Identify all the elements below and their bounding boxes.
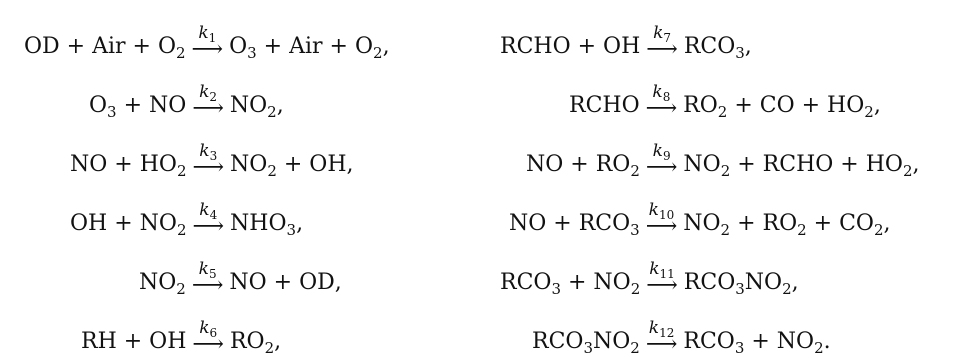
- reaction-arrow: k7⟶: [646, 23, 678, 63]
- rate-constant: k5: [198, 259, 217, 282]
- rate-constant: k7: [653, 23, 672, 46]
- equation-lhs: RH + OH: [81, 329, 187, 354]
- rate-constant: k9: [652, 141, 671, 164]
- equation-lhs: RCHO + OH: [500, 34, 641, 59]
- equation-rhs: NO + OD,: [229, 270, 342, 295]
- equation-punctuation: ,: [883, 211, 891, 236]
- equation-rhs: RCO3,: [683, 34, 752, 62]
- equation-rhs: RCO3NO2,: [683, 270, 799, 298]
- equation-punctuation: ,: [296, 211, 304, 236]
- rate-constant: k2: [199, 82, 218, 105]
- reaction-arrow: k12⟶: [645, 318, 678, 358]
- equation-punctuation: ,: [912, 152, 920, 177]
- right-arrow-icon: ⟶: [645, 155, 678, 181]
- reaction-arrow: k9⟶: [645, 141, 678, 181]
- equation-lhs: RCHO: [569, 93, 640, 118]
- equation-rhs: RO2,: [229, 329, 282, 357]
- equation-lhs: RCO3NO2: [532, 329, 640, 357]
- equation-rhs: NHO3,: [230, 211, 304, 239]
- equation-lhs: OH + NO2: [70, 211, 187, 239]
- equation-lhs: NO + RCO3: [509, 211, 640, 239]
- equation-punctuation: ,: [276, 93, 284, 118]
- equation-rhs: NO2,: [229, 93, 284, 121]
- equation-lhs: O3 + NO: [89, 93, 187, 121]
- equation-rhs: NO2 + RO2 + CO2,: [683, 211, 891, 239]
- reaction-arrow: k3⟶: [192, 141, 225, 181]
- rate-constant: k11: [649, 259, 675, 282]
- right-arrow-icon: ⟶: [191, 273, 224, 299]
- reaction-arrow: k11⟶: [646, 259, 678, 299]
- right-arrow-icon: ⟶: [191, 37, 224, 63]
- equation-punctuation: ,: [791, 270, 799, 295]
- right-arrow-icon: ⟶: [646, 273, 678, 299]
- rate-constant: k12: [648, 318, 675, 341]
- equation-lhs: OD + Air + O2: [24, 34, 186, 62]
- equation-punctuation: ,: [873, 93, 881, 118]
- equation-punctuation: ,: [382, 34, 390, 59]
- equation-rhs: RCO3 + NO2.: [683, 329, 831, 357]
- right-arrow-icon: ⟶: [192, 214, 225, 240]
- right-arrow-icon: ⟶: [646, 37, 678, 63]
- right-arrow-icon: ⟶: [645, 214, 678, 240]
- equation-lhs: RCO3 + NO2: [500, 270, 641, 298]
- equation-punctuation: ,: [744, 34, 752, 59]
- equation-punctuation: .: [823, 329, 831, 354]
- reaction-arrow: k2⟶: [192, 82, 224, 122]
- equation-lhs: NO + RO2: [526, 152, 640, 180]
- rate-constant: k6: [199, 318, 218, 341]
- rate-constant: k3: [199, 141, 218, 164]
- rate-constant: k4: [199, 200, 218, 223]
- reaction-arrow: k4⟶: [192, 200, 225, 240]
- equation-lhs: NO + HO2: [70, 152, 187, 180]
- equation-rhs: NO2 + RCHO + HO2,: [683, 152, 920, 180]
- reaction-arrow: k5⟶: [191, 259, 224, 299]
- equation-rhs: NO2 + OH,: [230, 152, 354, 180]
- equation-punctuation: ,: [334, 270, 342, 295]
- equation-punctuation: ,: [346, 152, 354, 177]
- reaction-arrow: k1⟶: [191, 23, 224, 63]
- equation-rhs: RO2 + CO + HO2,: [683, 93, 881, 121]
- reaction-arrow: k8⟶: [645, 82, 678, 122]
- rate-constant: k8: [652, 82, 671, 105]
- right-arrow-icon: ⟶: [192, 332, 224, 358]
- right-arrow-icon: ⟶: [645, 332, 678, 358]
- right-arrow-icon: ⟶: [645, 96, 678, 122]
- reaction-arrow: k10⟶: [645, 200, 678, 240]
- equation-lhs: NO2: [139, 270, 186, 298]
- equation-punctuation: ,: [274, 329, 282, 354]
- reaction-arrow: k6⟶: [192, 318, 224, 358]
- rate-constant: k10: [648, 200, 675, 223]
- right-arrow-icon: ⟶: [192, 96, 224, 122]
- rate-constant: k1: [198, 23, 217, 46]
- right-arrow-icon: ⟶: [192, 155, 225, 181]
- equation-rhs: O3 + Air + O2,: [229, 34, 390, 62]
